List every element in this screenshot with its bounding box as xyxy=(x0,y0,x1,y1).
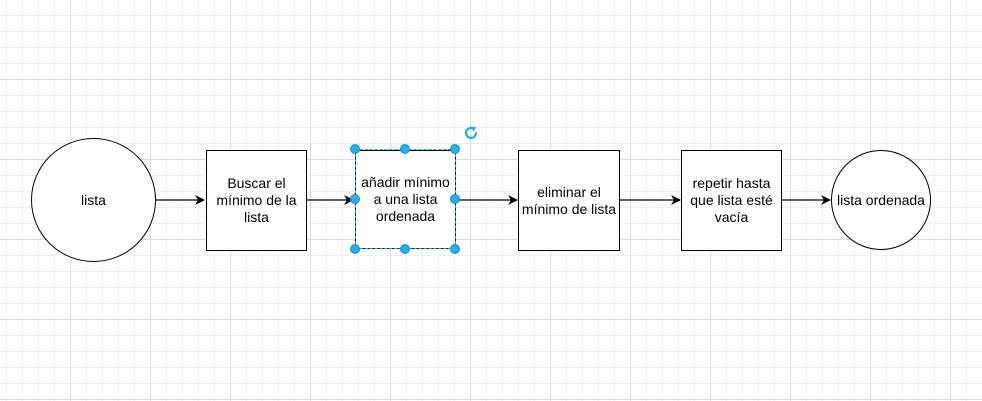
node-label: lista ordenada xyxy=(837,191,925,208)
resize-handle-top[interactable] xyxy=(400,144,410,154)
node-label: añadir mínimo a una lista ordenada xyxy=(361,174,450,224)
node-repeat[interactable]: repetir hasta que lista esté vacía xyxy=(681,150,782,251)
resize-handle-top-left[interactable] xyxy=(350,144,360,154)
node-label: Buscar el mínimo de la lista xyxy=(216,175,297,225)
node-end-circle[interactable]: lista ordenada xyxy=(831,150,931,250)
node-start-circle[interactable]: lista xyxy=(31,138,156,262)
resize-handle-right[interactable] xyxy=(450,194,460,204)
resize-handle-bottom[interactable] xyxy=(400,244,410,254)
rotate-icon[interactable] xyxy=(462,124,480,142)
node-find-min[interactable]: Buscar el mínimo de la lista xyxy=(206,150,307,251)
resize-handle-top-right[interactable] xyxy=(450,144,460,154)
resize-handle-bottom-right[interactable] xyxy=(450,244,460,254)
resize-handle-left[interactable] xyxy=(350,194,360,204)
node-add-min[interactable]: añadir mínimo a una lista ordenada xyxy=(355,150,456,249)
node-label: eliminar el mínimo de lista xyxy=(521,183,617,217)
node-label: repetir hasta que lista esté vacía xyxy=(690,175,773,225)
node-label: lista xyxy=(81,191,106,208)
node-remove-min[interactable]: eliminar el mínimo de lista xyxy=(518,150,620,251)
resize-handle-bottom-left[interactable] xyxy=(350,244,360,254)
